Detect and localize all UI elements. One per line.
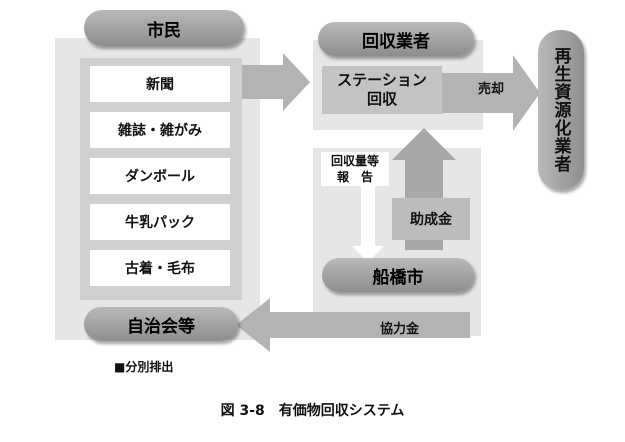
sort-item-clothing: 古着・毛布 (90, 250, 230, 286)
report-label: 回収量等 報 告 (321, 152, 389, 186)
subsidy-box: 助成金 (392, 198, 470, 240)
sale-label: 売却 (478, 82, 505, 97)
arrow-station-to-recycler (440, 55, 540, 131)
subsidy-label: 助成金 (410, 212, 452, 228)
legend-separate-disposal: ■分別排出 (114, 360, 174, 374)
arrow-citizens-to-station (242, 53, 310, 111)
sort-item-cardboard: ダンボール (90, 158, 230, 194)
recycler-title: 再生資源化業者 (538, 30, 584, 190)
figure-caption: 図 3-8 有価物回収システム (220, 403, 405, 419)
sort-item-milk-cartons: 牛乳パック (90, 204, 230, 240)
station-label-line2: 回収 (366, 90, 397, 108)
association-title: 自治会等 (84, 307, 238, 341)
city-title: 船橋市 (322, 258, 474, 292)
arrow-cooperation-to-association (236, 298, 470, 352)
station-label-line1: ステーション (337, 71, 427, 89)
cooperation-label: 協力金 (380, 322, 420, 337)
sort-item-magazines: 雑誌・雑がみ (90, 112, 230, 148)
report-label-line1: 回収量等 (330, 154, 379, 168)
citizens-title: 市民 (84, 10, 244, 46)
arrow-report-down (352, 180, 384, 262)
sort-item-newspaper: 新聞 (90, 66, 230, 102)
report-label-line2: 報 告 (336, 170, 373, 184)
station-collection-box: ステーション 回収 (322, 66, 442, 114)
collector-title: 回収業者 (318, 22, 474, 56)
